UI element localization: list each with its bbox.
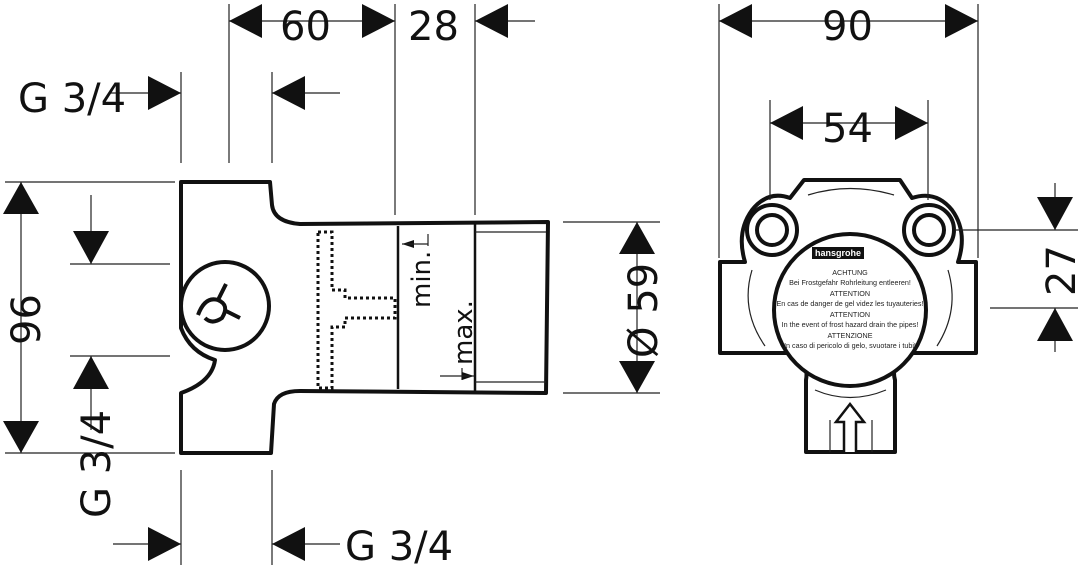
warning-line-6: ATTENZIONE [828, 331, 873, 340]
dim-text-54: 54 [822, 106, 873, 152]
warning-line-7: In caso di pericolo di gelo, svuotare i … [784, 341, 916, 350]
dim-text-59: Ø 59 [621, 263, 667, 358]
dim-text-27: 27 [1039, 245, 1080, 296]
port-inner-symbol [196, 283, 241, 324]
side-view: min. max. 60 28 G 3/4 96 [3, 4, 667, 565]
arrow-54-right [895, 106, 928, 140]
valve-body-outline [179, 180, 550, 455]
arrow-gb-right [272, 527, 305, 561]
label-max: max. [449, 300, 479, 365]
warning-line-4: ATTENTION [830, 310, 870, 319]
front-view: hansgrohe ACHTUNG Bei Frostgefahr Rohrle… [718, 4, 1080, 454]
warning-line-2: ATTENTION [830, 289, 870, 298]
arrow-90-left [719, 4, 752, 38]
mount-lug-right-inner [912, 213, 946, 247]
inner-curve-top [807, 187, 895, 196]
dim-text-96: 96 [4, 294, 50, 345]
thread-top-text: G 3/4 [18, 76, 126, 122]
arrow-gl-top [73, 231, 109, 264]
thread-bottom-text: G 3/4 [345, 524, 453, 565]
mount-lug-left-inner [755, 213, 789, 247]
cartridge-outline [316, 230, 397, 390]
outlet-port [179, 260, 271, 352]
arrow-59-top [619, 222, 655, 254]
arrow-g-top-left [148, 76, 181, 110]
arrow-96-bottom [3, 421, 39, 453]
arrow-27-bottom [1037, 308, 1073, 341]
flow-arrow [833, 401, 867, 452]
warning-line-1: Bei Frostgefahr Rohrleitung entleeren! [789, 278, 911, 287]
warning-line-5: In the event of frost hazard drain the p… [782, 320, 919, 329]
thread-left-text: G 3/4 [74, 410, 120, 518]
arrow-28-right [475, 4, 508, 38]
warning-line-3: En cas de danger de gel videz les tuyaut… [776, 299, 923, 308]
dim-text-28: 28 [408, 4, 459, 50]
warning-text-block: ACHTUNG Bei Frostgefahr Rohrleitung entl… [776, 268, 923, 350]
arrow-g-top-right [272, 76, 305, 110]
mount-lug-left-outer [745, 203, 799, 257]
front-body-outline [718, 178, 978, 454]
brand-badge [812, 247, 864, 259]
inner-curve-bottom [814, 389, 887, 399]
arrow-60-left [229, 4, 262, 38]
arrow-96-top [3, 182, 39, 214]
inner-curve-left [747, 269, 766, 347]
arrow-90-right [945, 4, 978, 38]
brand-text: hansgrohe [815, 248, 861, 258]
dim-text-60: 60 [280, 4, 331, 50]
arrow-60-right [362, 4, 395, 38]
arrow-gb-left [148, 527, 181, 561]
dim-text-90: 90 [822, 4, 873, 50]
inner-curve-right [936, 269, 953, 347]
warning-line-0: ACHTUNG [832, 268, 868, 277]
arrow-gl-bottom [73, 356, 109, 389]
arrow-59-bottom [619, 361, 655, 393]
arrow-27-top [1037, 197, 1073, 230]
warning-label-disc [772, 232, 928, 388]
label-min: min. [407, 251, 437, 308]
arrow-54-left [770, 106, 803, 140]
mount-lug-right-outer [902, 203, 956, 257]
